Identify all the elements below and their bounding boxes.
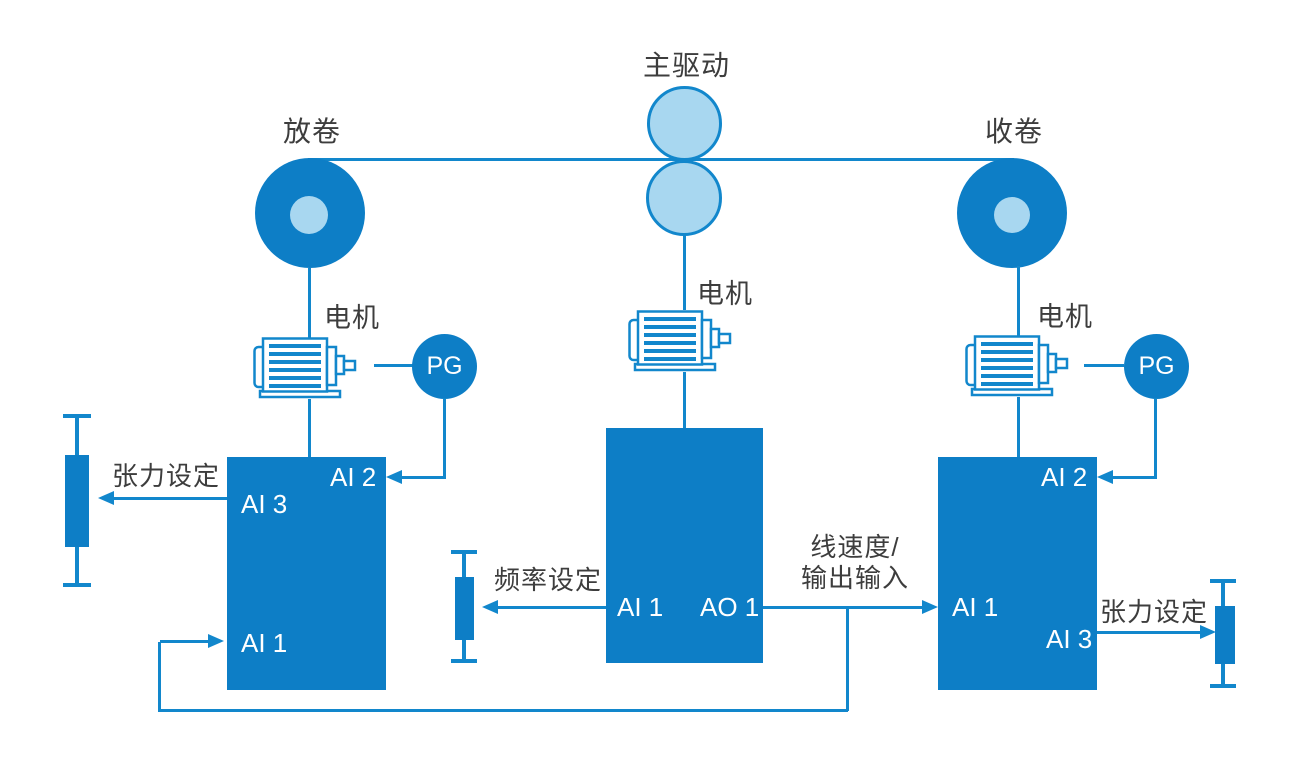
- rewind-motor-icon: [965, 335, 1077, 397]
- connector-rewind-roll-to-motor: [1017, 266, 1020, 336]
- rewind-tension-line: [1097, 631, 1200, 634]
- rewind-sensor-cap-top: [1210, 579, 1236, 583]
- frequency-sensor-cap-bottom: [451, 659, 477, 663]
- rewind-tension-arrowhead-icon: [1200, 625, 1216, 639]
- unwind-roll-hub-icon: [290, 196, 328, 234]
- frequency-sensor-icon: [455, 577, 474, 640]
- main-drive-roller-bottom-icon: [646, 160, 722, 236]
- frequency-arrowhead-icon: [482, 600, 498, 614]
- feedback-line-bottom: [158, 709, 848, 712]
- rewind-port-ai2: AI 2: [1041, 462, 1088, 492]
- unwind-pg-to-ai2-line: [400, 476, 446, 479]
- rewind-drive-box: [938, 457, 1097, 690]
- frequency-setpoint-label: 频率设定: [494, 565, 603, 595]
- rewind-motor-label: 电机: [1037, 302, 1093, 332]
- line-speed-label-line2: 输出输入: [800, 563, 909, 593]
- unwind-ai2-arrowhead-icon: [386, 470, 402, 484]
- connector-rewind-motor-to-pg: [1084, 364, 1124, 367]
- unwind-sensor-cap-bottom: [63, 583, 91, 587]
- unwind-pg-encoder: PG: [412, 334, 477, 399]
- connector-nip-to-motor: [683, 234, 686, 310]
- unwind-port-ai3: AI 3: [241, 489, 288, 519]
- frequency-setpoint-line: [496, 606, 606, 609]
- unwind-tension-label: 张力设定: [112, 461, 221, 491]
- unwind-title: 放卷: [283, 116, 342, 147]
- main-drive-motor-label: 电机: [697, 279, 753, 309]
- unwind-motor-icon: [253, 337, 365, 399]
- unwind-drive-box: [227, 457, 386, 690]
- feedback-line-into-ai1: [160, 640, 208, 643]
- connector-unwind-roll-to-motor: [308, 268, 311, 338]
- master-drive-box: [606, 428, 763, 663]
- main-drive-motor-icon: [628, 310, 740, 372]
- rewind-roll-hub-icon: [994, 197, 1030, 233]
- unwind-sensor-cap-top: [63, 414, 91, 418]
- rewind-pg-encoder: PG: [1124, 334, 1189, 399]
- unwind-tension-line: [112, 497, 227, 500]
- web-line: [308, 158, 1014, 161]
- rewind-pg-to-ai2-line: [1111, 476, 1157, 479]
- rewind-tension-sensor-icon: [1215, 606, 1235, 664]
- master-port-ao1: AO 1: [700, 592, 760, 622]
- feedback-arrowhead-icon: [208, 634, 224, 648]
- line-speed-label-line1: 线速度/: [810, 532, 900, 562]
- unwind-port-ai1: AI 1: [241, 628, 288, 658]
- unwind-tension-sensor-icon: [65, 455, 89, 547]
- rewind-tension-label: 张力设定: [1100, 597, 1209, 627]
- rewind-title: 收卷: [985, 116, 1044, 147]
- unwind-pg-drop-line: [443, 398, 446, 478]
- unwind-pg-label: PG: [426, 352, 463, 380]
- feedback-line-up: [158, 642, 161, 712]
- rewind-sensor-cap-bottom: [1210, 684, 1236, 688]
- frequency-sensor-cap-top: [451, 550, 477, 554]
- unwind-tension-arrowhead-icon: [98, 491, 114, 505]
- line-speed-label: 线速度/ 输出输入: [793, 532, 917, 594]
- ao1-arrowhead-icon: [922, 600, 938, 614]
- main-drive-roller-top-icon: [647, 86, 722, 161]
- master-port-ai1: AI 1: [617, 592, 664, 622]
- unwind-motor-label: 电机: [324, 303, 380, 333]
- ao1-output-line: [763, 606, 922, 609]
- rewind-port-ai3: AI 3: [1046, 624, 1093, 654]
- connector-unwind-motor-to-drive: [308, 399, 311, 457]
- rewind-ai2-arrowhead-icon: [1097, 470, 1113, 484]
- main-drive-title: 主驱动: [643, 50, 731, 81]
- rewind-port-ai1: AI 1: [952, 592, 999, 622]
- rewind-pg-drop-line: [1154, 398, 1157, 478]
- connector-unwind-motor-to-pg: [374, 364, 414, 367]
- feedback-line-down: [846, 608, 849, 711]
- unwind-port-ai2: AI 2: [330, 462, 377, 492]
- connector-rewind-motor-to-drive: [1017, 397, 1020, 457]
- rewind-pg-label: PG: [1138, 352, 1175, 380]
- connector-motor-to-master-drive: [683, 372, 686, 430]
